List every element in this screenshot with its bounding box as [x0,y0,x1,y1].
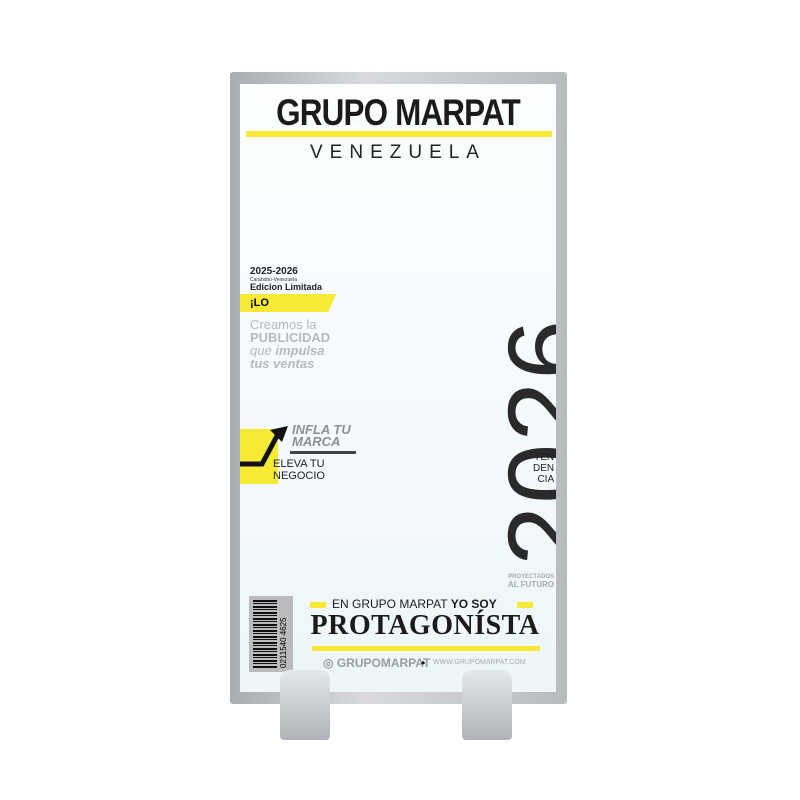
tagline: Creamos la PUBLICIDAD que impulsa tus ve… [250,318,330,370]
promo-sub-line: ELEVA TU [273,458,325,470]
divider [290,451,356,454]
tagline-line: Creamos la [250,317,317,332]
headline: PROTAGONÍSTA [310,610,540,641]
stand-foot-right [462,670,512,740]
social-handle-text: GRUPOMARPAT [336,656,431,670]
website[interactable]: WWW.GRUPOMARPAT.COM [433,659,526,666]
footer-line-b: YO SOY [450,597,497,611]
social-handle[interactable]: ◎ GRUPOMARPAT [323,656,431,670]
arrow-up-icon [240,426,288,467]
barcode-number: 0211540 4625 [279,617,288,668]
projected-line: PROYECTADOS [508,574,554,580]
barcode: 0211540 4625 [249,596,293,672]
edition-label: Edicion Limitada [250,282,323,292]
footer-line-a: EN GRUPO MARPAT [332,597,451,611]
edition-place: Carabobo-Venezuela [250,277,297,283]
yellow-rule [246,131,552,137]
tagline-line: PUBLICIDAD [250,330,331,345]
yellow-tick [517,602,533,608]
tagline-word: impulsa [275,343,325,358]
promo-title-line: MARCA [292,434,341,449]
cover-subtitle: VENEZUELA [310,142,486,163]
stand-foot-left [280,670,330,740]
yellow-rule [312,646,540,651]
magazine-cover: GRUPO MARPAT VENEZUELA 2025-2026 Carabob… [240,84,556,692]
tagline-line: tus ventas [250,356,315,371]
footer-line: EN GRUPO MARPAT YO SOY [332,597,497,611]
projected-line: AL FUTURO [507,580,554,589]
cover-title: GRUPO MARPAT [276,92,521,133]
edition-years: 2025-2026 [250,266,298,277]
year-2026: 2026 [485,317,556,566]
promo-sub-line: NEGOCIO [273,470,325,482]
promo-title-line: INFLA TU [292,422,351,437]
tendencia-line: CIA [537,474,555,485]
exclusive-badge: ¡LO EXCLUSIVO! [240,294,336,312]
bullet: • [421,656,426,670]
barcode-bars [253,600,277,668]
promo-yellow-block [240,429,278,484]
tendencia-line: DEN [533,463,555,474]
yellow-tick [310,602,326,608]
tendencia-line: TEN [534,452,555,463]
tagline-word: que [250,343,272,358]
